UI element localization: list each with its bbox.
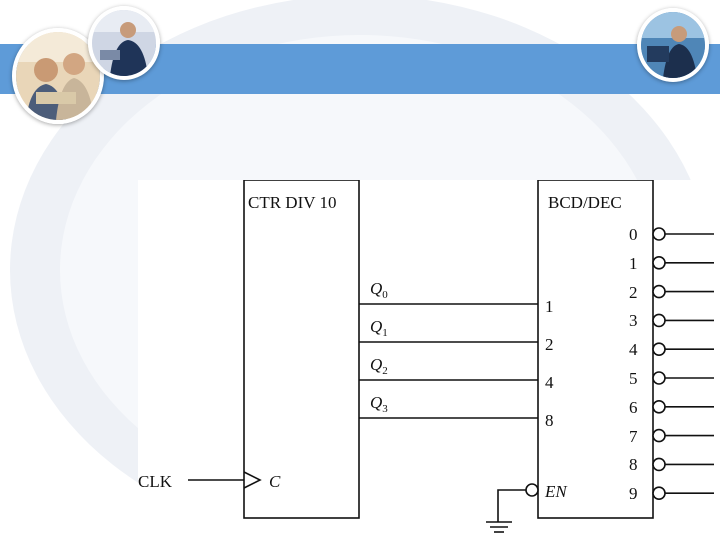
decoder-output-label-8: 8: [629, 455, 638, 475]
q2-label: Q2: [370, 355, 388, 377]
decoder-output-label-9: 9: [629, 484, 638, 504]
decoder-output-label-1: 1: [629, 253, 638, 273]
enable-bubble: [525, 483, 539, 497]
decoder-output-label-5: 5: [629, 369, 638, 388]
decoder-input-4: 4: [545, 373, 554, 392]
q3-label: Q3: [370, 393, 388, 415]
decoder-output-label-6: 6: [629, 397, 638, 417]
businessman-photo: [88, 6, 160, 80]
q0-label: Q0: [370, 279, 388, 301]
counter-block: [243, 180, 360, 519]
decoder-output-bubble-9: [652, 486, 666, 501]
office-worker-photo: [637, 8, 709, 82]
enable-label: EN: [545, 482, 567, 501]
decoder-output-bubble-1: [652, 256, 666, 270]
decoder-output-label-0: 0: [629, 225, 638, 244]
decoder-output-bubble-5: [652, 371, 666, 385]
decoder-output-bubble-3: [652, 313, 666, 328]
clock-input-label: C: [269, 472, 281, 491]
decoder-output-bubble-0: [652, 227, 666, 241]
decoder-output-bubble-2: [652, 284, 666, 299]
diagram-wiring: [188, 180, 714, 533]
decoder-output-bubble-4: [652, 342, 666, 356]
decoder-input-2: 2: [545, 335, 554, 354]
decoder-output-bubble-8: [652, 457, 666, 472]
business-people-photo: [12, 28, 104, 124]
enable-wire: [497, 489, 526, 522]
decoder-output-label-4: 4: [629, 340, 638, 360]
counter-decoder-diagram: CTR DIV 10 C CLK Q0 Q1 Q2 Q3 BCD/DEC 1 2…: [138, 180, 720, 540]
clk-label: CLK: [138, 472, 172, 491]
decoder-input-1: 1: [545, 297, 554, 316]
q1-label: Q1: [370, 317, 388, 339]
clock-triangle: [243, 471, 262, 489]
decoder-input-8: 8: [545, 411, 554, 430]
decoder-output-bubble-6: [652, 400, 666, 414]
decoder-output-label-7: 7: [629, 426, 638, 446]
decoder-output-label-3: 3: [629, 311, 638, 331]
decoder-output-bubble-7: [652, 428, 666, 443]
decoder-title: BCD/DEC: [548, 193, 622, 212]
decoder-output-label-2: 2: [629, 282, 638, 302]
counter-title: CTR DIV 10: [248, 193, 337, 212]
